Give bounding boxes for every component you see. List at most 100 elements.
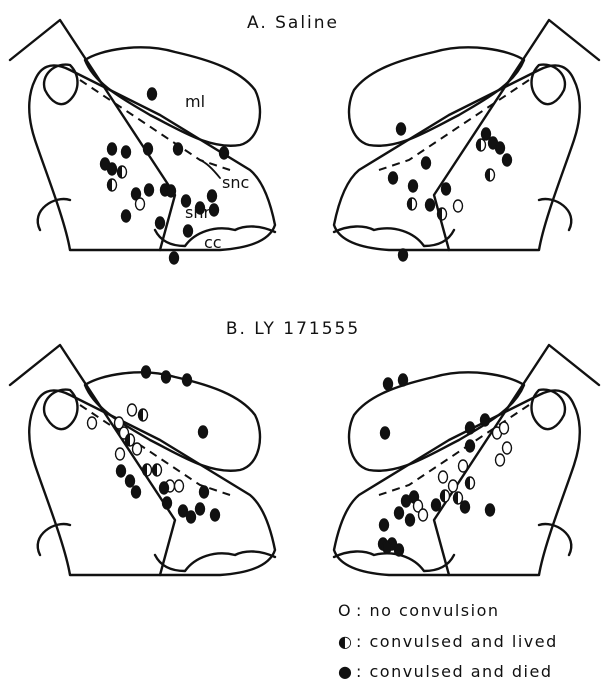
injection-site-open-marker xyxy=(136,198,145,210)
injection-site-filled-marker xyxy=(196,503,205,515)
injection-site-filled-marker xyxy=(220,147,229,159)
injection-site-filled-marker xyxy=(126,475,135,487)
injection-site-filled-marker xyxy=(117,465,126,477)
injection-site-filled-marker xyxy=(200,486,209,498)
injection-site-half-marker xyxy=(454,492,463,504)
injection-site-half-marker xyxy=(108,179,117,191)
injection-site-filled-marker xyxy=(170,252,179,264)
injection-site-half-marker xyxy=(466,477,475,489)
legend-label: : convulsed and died xyxy=(356,662,552,681)
injection-site-half-marker xyxy=(126,434,135,446)
legend-symbol: ● xyxy=(338,662,353,681)
injection-site-open-marker xyxy=(88,417,97,429)
legend-symbol: O xyxy=(338,601,352,620)
injection-site-filled-marker xyxy=(108,143,117,155)
injection-site-filled-marker xyxy=(187,511,196,523)
injection-site-filled-marker xyxy=(397,123,406,135)
label-snc: snc xyxy=(222,173,249,192)
injection-site-filled-marker xyxy=(160,482,169,494)
injection-site-filled-marker xyxy=(380,519,389,531)
injection-site-open-marker xyxy=(500,422,509,434)
panel-b-right-section xyxy=(334,345,599,575)
injection-site-open-marker xyxy=(128,404,137,416)
injection-site-half-marker xyxy=(477,139,486,151)
injection-site-filled-marker xyxy=(395,544,404,556)
injection-site-filled-marker xyxy=(211,509,220,521)
injection-site-open-marker xyxy=(175,480,184,492)
injection-site-filled-marker xyxy=(145,184,154,196)
panel-a-right-section xyxy=(334,20,599,250)
injection-site-filled-marker xyxy=(406,514,415,526)
injection-site-filled-marker xyxy=(409,180,418,192)
label-ml: ml xyxy=(185,92,205,111)
injection-site-filled-marker xyxy=(162,371,171,383)
right-midbrain-outline xyxy=(334,345,599,575)
injection-site-half-marker xyxy=(143,464,152,476)
injection-site-open-marker xyxy=(419,509,428,521)
injection-site-filled-marker xyxy=(432,499,441,511)
label-cc: cc xyxy=(204,233,222,252)
injection-site-filled-marker xyxy=(503,154,512,166)
injection-site-open-marker xyxy=(503,442,512,454)
injection-site-open-marker xyxy=(459,460,468,472)
injection-site-open-marker xyxy=(454,200,463,212)
injection-site-filled-marker xyxy=(208,190,217,202)
injection-site-filled-marker xyxy=(142,366,151,378)
injection-site-filled-marker xyxy=(402,495,411,507)
injection-site-half-marker xyxy=(408,198,417,210)
injection-site-filled-marker xyxy=(461,501,470,513)
injection-site-half-marker xyxy=(139,409,148,421)
injection-site-filled-marker xyxy=(496,142,505,154)
injection-site-filled-marker xyxy=(122,210,131,222)
injection-site-filled-marker xyxy=(384,378,393,390)
injection-site-filled-marker xyxy=(184,225,193,237)
injection-site-filled-marker xyxy=(381,427,390,439)
injection-site-filled-marker xyxy=(199,426,208,438)
injection-site-filled-marker xyxy=(481,414,490,426)
injection-site-filled-marker xyxy=(163,497,172,509)
injection-site-half-marker xyxy=(118,166,127,178)
injection-site-filled-marker xyxy=(399,374,408,386)
panel-b-left-section xyxy=(10,345,275,575)
injection-site-filled-marker xyxy=(466,440,475,452)
panel-b-markers xyxy=(88,366,512,556)
right-midbrain-outline xyxy=(334,20,599,250)
legend-item-convulsed-and-lived: ◐ : convulsed and lived xyxy=(338,632,558,651)
legend-symbol: ◐ xyxy=(338,632,353,651)
injection-site-open-marker xyxy=(133,443,142,455)
panel-b-title: B. LY 171555 xyxy=(226,319,360,339)
injection-site-filled-marker xyxy=(167,185,176,197)
injection-site-filled-marker xyxy=(482,128,491,140)
panel-a-right-markers xyxy=(389,123,512,261)
injection-site-filled-marker xyxy=(399,249,408,261)
injection-site-filled-marker xyxy=(156,217,165,229)
injection-site-filled-marker xyxy=(122,146,131,158)
panel-a-left-section xyxy=(10,20,275,264)
legend-label: : no convulsion xyxy=(356,601,500,620)
injection-site-filled-marker xyxy=(422,157,431,169)
injection-site-filled-marker xyxy=(426,199,435,211)
injection-site-open-marker xyxy=(496,454,505,466)
injection-site-filled-marker xyxy=(210,204,219,216)
injection-site-filled-marker xyxy=(383,541,392,553)
injection-site-filled-marker xyxy=(144,143,153,155)
panel-a-title: A. Saline xyxy=(247,13,339,33)
injection-site-filled-marker xyxy=(174,143,183,155)
injection-site-filled-marker xyxy=(108,163,117,175)
legend: O : no convulsion ◐ : convulsed and live… xyxy=(338,601,558,681)
legend-label: : convulsed and lived xyxy=(356,632,558,651)
injection-site-half-marker xyxy=(486,169,495,181)
injection-site-filled-marker xyxy=(389,172,398,184)
label-snr: snr xyxy=(185,203,210,222)
injection-site-half-marker xyxy=(441,490,450,502)
injection-site-filled-marker xyxy=(442,183,451,195)
injection-site-open-marker xyxy=(439,471,448,483)
injection-site-filled-marker xyxy=(466,422,475,434)
left-midbrain-outline xyxy=(10,345,275,575)
injection-site-filled-marker xyxy=(395,507,404,519)
left-midbrain-outline xyxy=(10,20,275,250)
injection-site-open-marker xyxy=(449,480,458,492)
injection-site-filled-marker xyxy=(132,486,141,498)
injection-site-filled-marker xyxy=(148,88,157,100)
